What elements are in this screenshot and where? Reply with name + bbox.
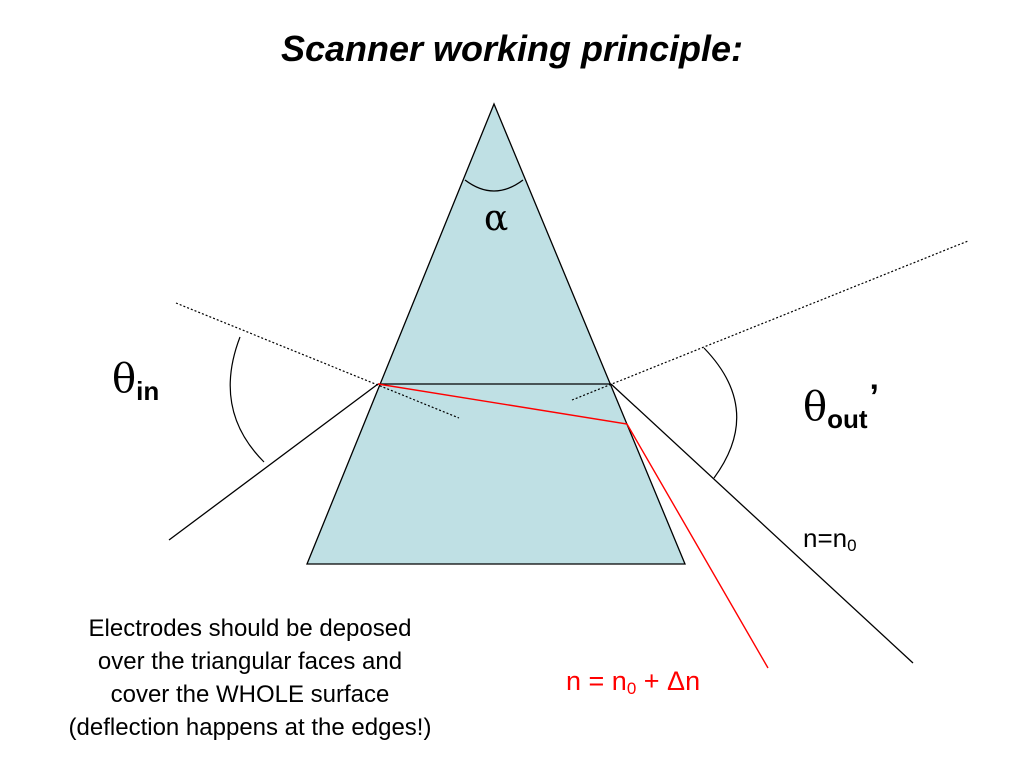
slide-title: Scanner working principle: (280, 28, 744, 69)
note-line: cover the WHOLE surface (110, 681, 390, 708)
n-outside-label: n=n0 (803, 523, 857, 556)
theta-out-label: θout’ (803, 378, 879, 435)
theta-out-subscript: out (827, 404, 868, 434)
note-line: (deflection happens at the edges!) (68, 714, 432, 741)
apex-angle-arc (464, 179, 524, 192)
alpha-label: α (484, 198, 509, 239)
theta-out-prime: ’ (869, 378, 879, 416)
theta-out-arc (703, 347, 738, 479)
electrode-note: Electrodes should be deposed over the tr… (20, 612, 480, 744)
theta-in-symbol: θ (112, 356, 137, 402)
n-outside-subscript: 0 (847, 536, 857, 555)
n-inside-label: n = n0 + Δn (566, 666, 700, 699)
n-outside-prefix: n=n (803, 523, 848, 553)
theta-in-arc (229, 336, 265, 463)
right-normal-line (571, 240, 969, 401)
outgoing-ray (610, 383, 914, 664)
incoming-ray (168, 383, 379, 541)
left-normal-line (175, 302, 460, 419)
deflected-ray (377, 383, 769, 669)
note-line: Electrodes should be deposed (88, 615, 412, 642)
note-line: over the triangular faces and (97, 648, 403, 675)
n-inside-subscript: 0 (626, 679, 637, 698)
theta-in-label: θin (112, 356, 159, 407)
theta-out-symbol: θ (803, 384, 828, 430)
n-inside-suffix: + Δn (636, 666, 701, 696)
n-inside-prefix: n = n (566, 666, 627, 696)
prism-triangle (306, 102, 686, 565)
theta-in-subscript: in (136, 376, 160, 406)
